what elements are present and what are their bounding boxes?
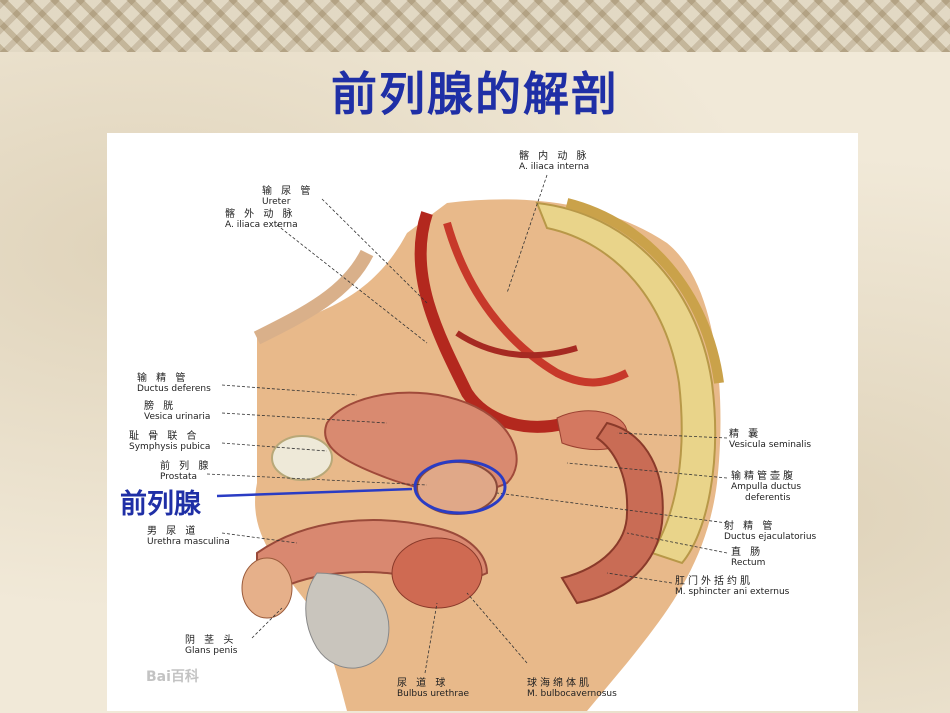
label-iliaca-interna: 髂 内 动 脉 A. iliaca interna — [519, 151, 590, 172]
glans-penis — [241, 557, 293, 619]
label-glans: 阴 茎 头 Glans penis — [185, 635, 238, 656]
label-iliaca-externa: 髂 外 动 脉 A. iliaca externa — [225, 209, 298, 230]
skin-fold — [253, 249, 374, 345]
label-symphysis: 耻 骨 联 合 Symphysis pubica — [129, 431, 211, 452]
label-vesicula: 精 囊 Vesicula seminalis — [729, 429, 812, 450]
label-vesica: 膀 胱 Vesica urinaria — [144, 401, 211, 422]
vessel-branch — [455, 330, 578, 359]
iliac-branch — [443, 221, 629, 387]
pubic-symphysis — [271, 435, 333, 481]
label-prostata: 前 列 腺 Prostata — [160, 461, 212, 482]
watermark: Bai百科 — [146, 669, 199, 685]
label-bulbocavernosus: 球海绵体肌 M. bulbocavernosus — [527, 678, 617, 699]
prostate-callout-label: 前列腺 — [120, 489, 201, 520]
decorative-border — [0, 0, 950, 54]
label-urethra: 男 尿 道 Urethra masculina — [147, 526, 230, 547]
label-rectum: 直 肠 Rectum — [731, 547, 766, 568]
iliac-artery — [414, 211, 569, 433]
callout-pointer-line — [216, 487, 413, 498]
label-ampulla: 输精管壶腹 Ampulla ductus deferentis — [731, 471, 802, 503]
label-ejaculatorius: 射 精 管 Ductus ejaculatorius — [724, 521, 817, 542]
spine-band — [565, 198, 724, 384]
label-bulbus: 尿 道 球 Bulbus urethrae — [397, 678, 470, 699]
anatomy-drawing — [206, 174, 728, 711]
scrotum — [305, 572, 390, 669]
label-ureter: 输 尿 管 Ureter — [262, 186, 314, 207]
bulbus-urethrae — [391, 537, 483, 609]
leader-lines — [206, 174, 728, 674]
anatomy-illustration: 髂 内 动 脉 A. iliaca interna 输 尿 管 Ureter 髂… — [107, 133, 858, 711]
sacrum — [535, 201, 717, 565]
label-sphincter: 肛门外括约肌 M. sphincter ani externus — [675, 576, 790, 597]
prostate-highlight-circle — [413, 459, 507, 515]
slide-title: 前列腺的解剖 — [331, 67, 619, 121]
rectum — [560, 421, 664, 605]
label-ductus-deferens: 输 精 管 Ductus deferens — [137, 373, 211, 394]
